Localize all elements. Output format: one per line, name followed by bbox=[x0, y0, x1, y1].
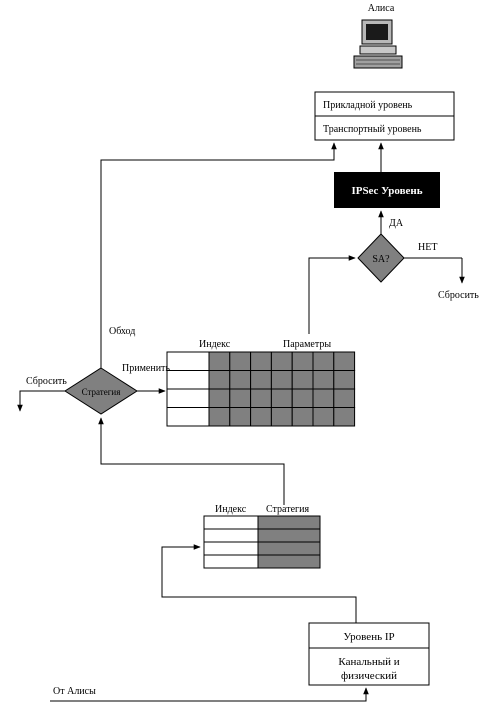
spd-index-cell bbox=[203, 541, 259, 556]
sad-param-cell bbox=[312, 407, 335, 427]
sad-param-cell bbox=[312, 388, 335, 408]
sad-param-cell bbox=[312, 370, 335, 390]
sad-param-cell bbox=[208, 388, 231, 408]
link-layer-label-1: Канальный и bbox=[338, 656, 399, 668]
sad-param-cell bbox=[333, 351, 356, 371]
policy-decision-label: Стратегия bbox=[82, 387, 121, 397]
spd-policy-cell bbox=[257, 541, 321, 556]
sad-param-cell bbox=[333, 370, 356, 390]
spd-policy-cell bbox=[257, 554, 321, 569]
sad-param-cell bbox=[229, 407, 252, 427]
sad-param-cell bbox=[229, 370, 252, 390]
sa-yes-label: ДА bbox=[389, 218, 404, 229]
sad-table bbox=[166, 351, 356, 427]
sa-decision-diamond bbox=[357, 233, 405, 283]
spd-policy-header: Стратегия bbox=[266, 504, 309, 515]
spd-index-cell bbox=[203, 528, 259, 543]
spd-table bbox=[203, 515, 321, 569]
lower-stack-box bbox=[308, 622, 430, 686]
sad-param-cell bbox=[208, 351, 231, 371]
sad-param-cell bbox=[312, 351, 335, 371]
ipsec-layer-label: IPSec Уровень bbox=[351, 185, 422, 197]
link-layer-label-2: физический bbox=[341, 670, 397, 682]
sad-param-cell bbox=[333, 388, 356, 408]
sad-param-cell bbox=[229, 351, 252, 371]
sad-param-cell bbox=[270, 407, 293, 427]
policy-drop-label: Сбросить bbox=[26, 376, 67, 387]
sad-param-cell bbox=[291, 370, 314, 390]
from-alice-label: От Алисы bbox=[53, 686, 96, 697]
sad-param-cell bbox=[229, 388, 252, 408]
spd-index-header: Индекс bbox=[215, 504, 247, 515]
sad-param-cell bbox=[208, 407, 231, 427]
sa-decision-label: SA? bbox=[372, 254, 390, 265]
spd-policy-cell bbox=[257, 515, 321, 530]
ip-layer-label: Уровень IP bbox=[343, 631, 394, 643]
sad-index-cell bbox=[166, 407, 210, 427]
sad-param-cell bbox=[270, 370, 293, 390]
sad-param-cell bbox=[250, 407, 272, 427]
spd-index-cell bbox=[203, 515, 259, 530]
sad-param-cell bbox=[250, 388, 272, 408]
policy-apply-label: Применить bbox=[122, 363, 170, 374]
sa-no-label: НЕТ bbox=[418, 242, 437, 253]
sad-params-header: Параметры bbox=[283, 339, 331, 350]
sad-index-header: Индекс bbox=[199, 339, 231, 350]
sad-param-cell bbox=[250, 351, 272, 371]
sad-param-cell bbox=[208, 370, 231, 390]
sad-param-cell bbox=[250, 370, 272, 390]
sad-param-cell bbox=[333, 407, 356, 427]
sad-index-cell bbox=[166, 351, 210, 371]
sad-index-cell bbox=[166, 388, 210, 408]
computer-icon bbox=[353, 19, 403, 69]
sad-param-cell bbox=[291, 388, 314, 408]
sad-param-cell bbox=[291, 351, 314, 371]
sad-param-cell bbox=[291, 407, 314, 427]
spd-index-cell bbox=[203, 554, 259, 569]
policy-bypass-label: Обход bbox=[109, 326, 135, 337]
sad-index-cell bbox=[166, 370, 210, 390]
sad-param-cell bbox=[270, 388, 293, 408]
alice-label: Алиса bbox=[368, 3, 395, 14]
app-layer-label: Прикладной уровень bbox=[323, 100, 413, 111]
transport-layer-label: Транспортный уровень bbox=[323, 124, 422, 135]
sa-drop-label: Сбросить bbox=[438, 290, 479, 301]
ipsec-layer-box bbox=[334, 172, 440, 208]
sad-param-cell bbox=[270, 351, 293, 371]
policy-decision-diamond bbox=[64, 367, 138, 415]
spd-policy-cell bbox=[257, 528, 321, 543]
